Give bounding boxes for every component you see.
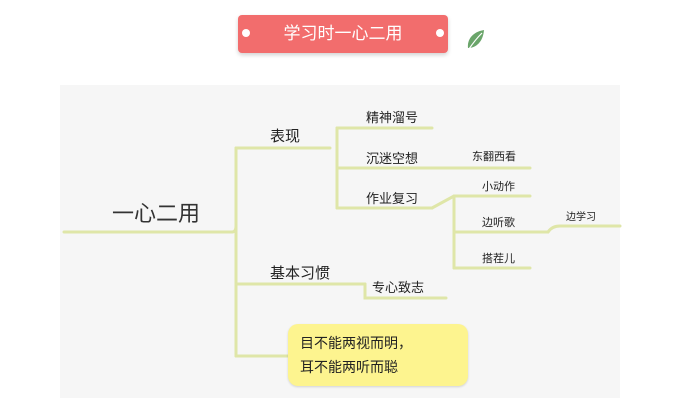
title-banner: 学习时一心二用 [238,15,448,53]
root-to-trunk [230,224,238,234]
node-dongfan: 东翻西看 [472,150,516,163]
proverb-line-2: 耳不能两听而聪 [300,360,398,376]
node-zhuanxin: 专心致志 [372,281,425,296]
node-jingshen: 精神溜号 [366,111,419,126]
proverb-box: 目不能两视而明， 耳不能两听而聪 [288,324,468,386]
banner-title: 学习时一心二用 [283,24,403,44]
banner-hole-right [436,29,444,37]
node-chenmi: 沉迷空想 [366,152,419,167]
biansxue-line [546,224,622,234]
node-xiaodongzuo: 小动作 [482,180,515,193]
habit-child-line [363,282,448,300]
xiaodongzuo-line [430,194,532,210]
banner-hole-left [242,29,250,37]
node-dachaer: 搭茬儿 [482,252,515,265]
branch-habit: 基本习惯 [270,264,331,282]
proverb-line-1: 目不能两视而明， [300,336,412,352]
root-node: 一心二用 [112,202,201,227]
leaf-icon [467,30,484,50]
branch-biaoxian: 表现 [270,127,301,145]
node-bianting: 边听歌 [482,216,515,229]
node-biansxue: 边学习 [566,212,596,223]
node-zuoye: 作业复习 [366,192,419,207]
